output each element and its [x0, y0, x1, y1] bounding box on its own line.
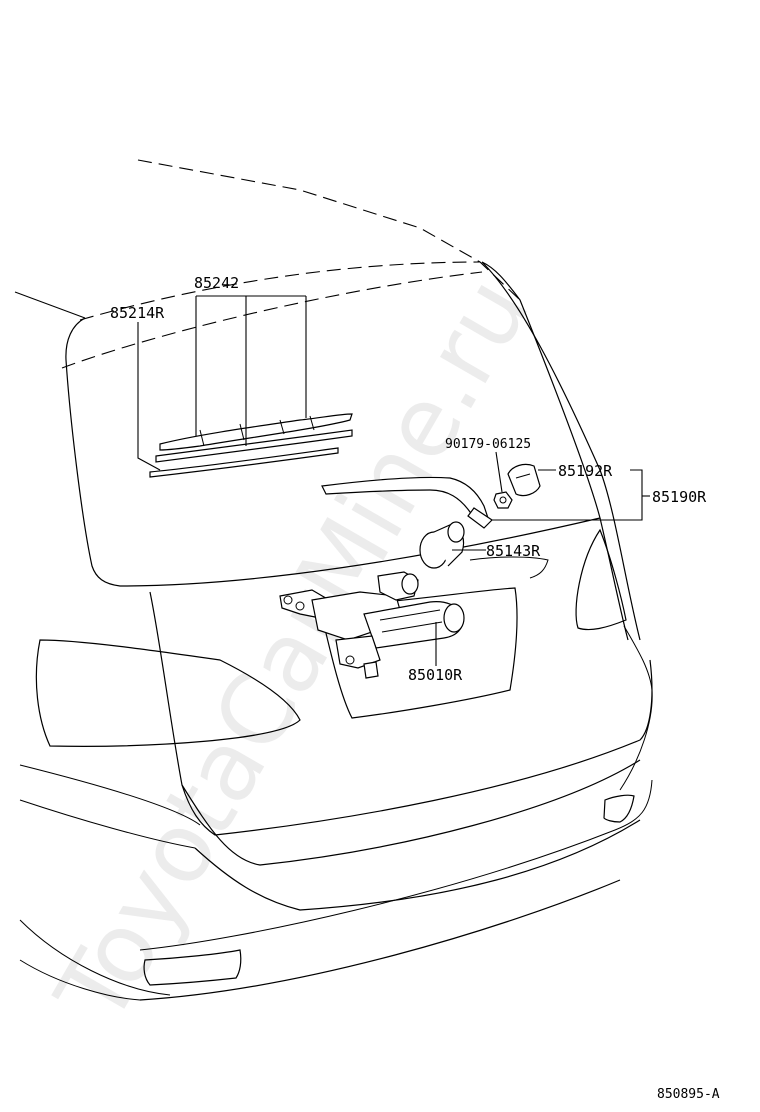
nut-90179-06125 [493, 491, 513, 509]
vehicle-body-outline [14, 159, 653, 1001]
wiper-motor-85010R [279, 571, 465, 679]
wiper-blade-insert-85214R [149, 447, 339, 478]
cap-85192R [507, 463, 541, 497]
label-85214R: 85214R [110, 304, 165, 322]
label-85143R: 85143R [486, 542, 541, 560]
figure-id: 850895-A [657, 1087, 720, 1102]
part-labels: 85242 85214R 90179-06125 85192R 85190R 8… [110, 274, 720, 1102]
wiper-arm-85190R [321, 476, 493, 529]
label-85242: 85242 [194, 274, 239, 292]
pivot-cap-85143R [419, 521, 465, 569]
label-85190R: 85190R [652, 488, 707, 506]
wiper-blade-85242 [155, 413, 353, 463]
leader-lines [137, 295, 650, 666]
label-90179-06125: 90179-06125 [445, 437, 531, 452]
label-85010R: 85010R [408, 666, 463, 684]
label-85192R: 85192R [558, 462, 613, 480]
